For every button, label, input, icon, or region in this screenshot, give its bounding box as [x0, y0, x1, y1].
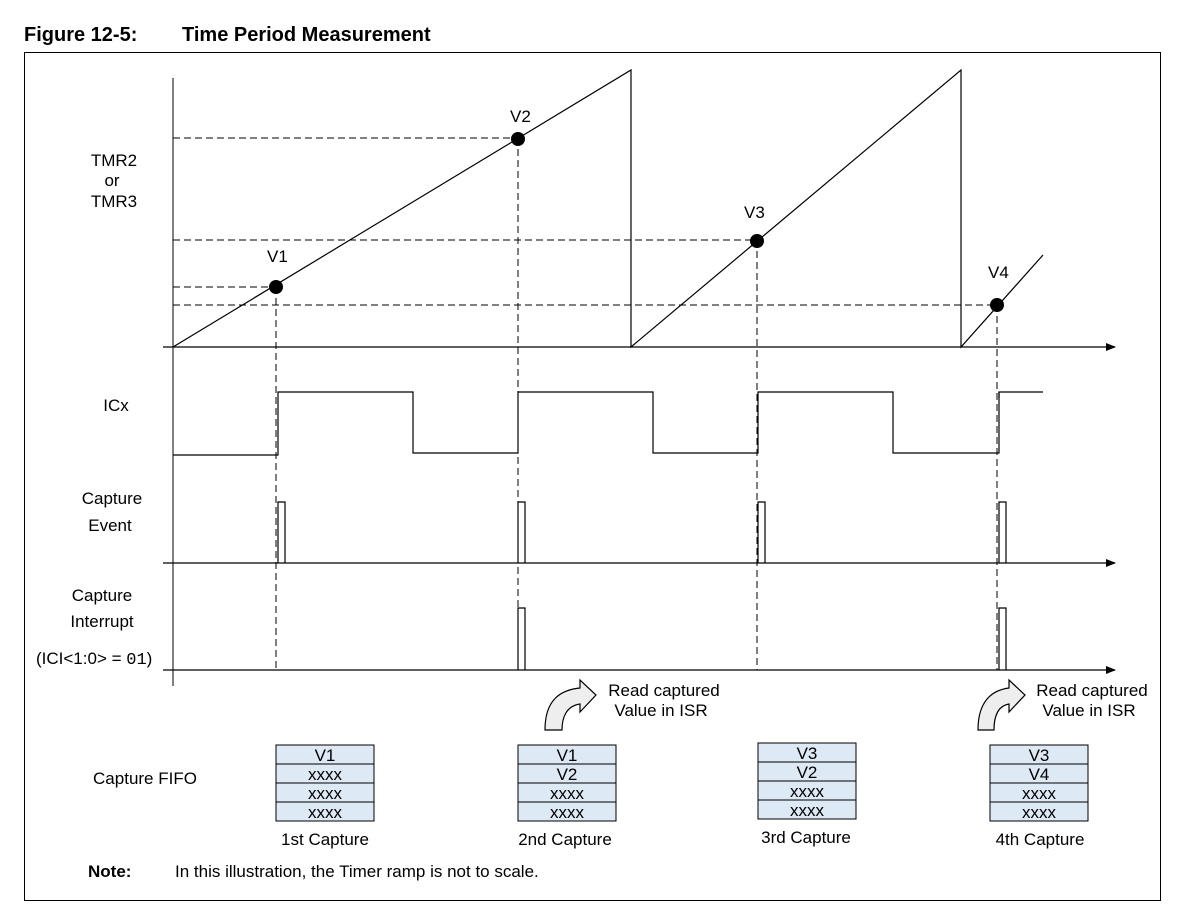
- capture-fifo-label: Capture FIFO: [93, 769, 197, 788]
- fifo-cell: xxxx: [308, 784, 343, 803]
- fifo-stack-2: V1 V2 xxxx xxxx 2nd Capture: [517, 744, 617, 849]
- isr-note-2-line2: Value in ISR: [1042, 701, 1135, 720]
- timer-ramp: [172, 68, 1044, 349]
- curved-arrow-icon: [977, 678, 1026, 731]
- point-label-v1: V1: [267, 247, 288, 266]
- fifo-cell: xxxx: [1022, 784, 1057, 803]
- point-label-v3: V3: [744, 203, 765, 222]
- capture-point-v1: [269, 280, 283, 294]
- fifo-caption: 3rd Capture: [761, 828, 851, 847]
- point-label-v4: V4: [988, 263, 1009, 282]
- read-isr-arrow-1: [544, 678, 597, 731]
- note-text: In this illustration, the Timer ramp is …: [175, 862, 539, 881]
- curved-arrow-icon: [544, 678, 597, 731]
- capture-interrupt-pulses: [517, 607, 1007, 670]
- ici-value: 01: [126, 651, 146, 670]
- read-isr-arrow-2: [977, 678, 1026, 731]
- icx-label: ICx: [103, 396, 129, 415]
- isr-note-1-line1: Read captured: [608, 681, 720, 700]
- isr-note-1-line2: Value in ISR: [614, 701, 707, 720]
- figure-number: Figure 12-5:: [24, 24, 138, 46]
- fifo-caption: 4th Capture: [996, 830, 1085, 849]
- fifo-cell: V1: [557, 746, 578, 765]
- fifo-cell: V4: [1029, 765, 1050, 784]
- fifo-cell: V3: [797, 744, 818, 763]
- ici-suffix: ): [147, 649, 153, 668]
- ici-prefix: (ICI<1:0> =: [36, 649, 126, 668]
- fifo-cell: V1: [315, 746, 336, 765]
- fifo-cell: V2: [797, 763, 818, 782]
- figure-frame: [24, 52, 1161, 901]
- fifo-stack-3: V3 V2 xxxx xxxx 3rd Capture: [757, 742, 857, 847]
- fifo-caption: 1st Capture: [281, 830, 369, 849]
- fifo-stack-1: V1 xxxx xxxx xxxx 1st Capture: [275, 744, 375, 849]
- timer-label-line3: TMR3: [91, 192, 137, 211]
- capture-event-label-line1: Capture: [82, 489, 142, 508]
- capture-interrupt-label-line1: Capture: [72, 586, 132, 605]
- isr-note-2-line1: Read captured: [1036, 681, 1148, 700]
- figure-name: Time Period Measurement: [182, 24, 431, 46]
- dashed-guides: [173, 137, 998, 670]
- fifo-cell: xxxx: [790, 801, 825, 820]
- ici-setting-label: (ICI<1:0> = 01): [36, 649, 152, 670]
- fifo-cell: xxxx: [308, 803, 343, 822]
- capture-event-label-line2: Event: [88, 516, 132, 535]
- fifo-cell: xxxx: [550, 784, 585, 803]
- fifo-cell: V3: [1029, 746, 1050, 765]
- point-label-v2: V2: [510, 107, 531, 126]
- fifo-cell: V2: [557, 765, 578, 784]
- timer-label-line1: TMR2: [91, 151, 137, 170]
- fifo-stack-4: V3 V4 xxxx xxxx 4th Capture: [989, 744, 1089, 849]
- fifo-caption: 2nd Capture: [518, 830, 612, 849]
- fifo-cell: xxxx: [1022, 803, 1057, 822]
- figure-title: Figure 12-5: Time Period Measurement: [24, 24, 431, 47]
- capture-point-v3: [750, 234, 764, 248]
- capture-point-v2: [511, 132, 525, 146]
- fifo-cell: xxxx: [550, 803, 585, 822]
- fifo-cell: xxxx: [790, 782, 825, 801]
- note-label: Note:: [88, 862, 131, 881]
- capture-point-v4: [990, 298, 1004, 312]
- fifo-cell: xxxx: [308, 765, 343, 784]
- timer-label-line2: or: [104, 171, 119, 190]
- capture-event-pulses: [277, 501, 1007, 563]
- icx-waveform: [173, 391, 1043, 456]
- capture-interrupt-label-line2: Interrupt: [70, 612, 134, 631]
